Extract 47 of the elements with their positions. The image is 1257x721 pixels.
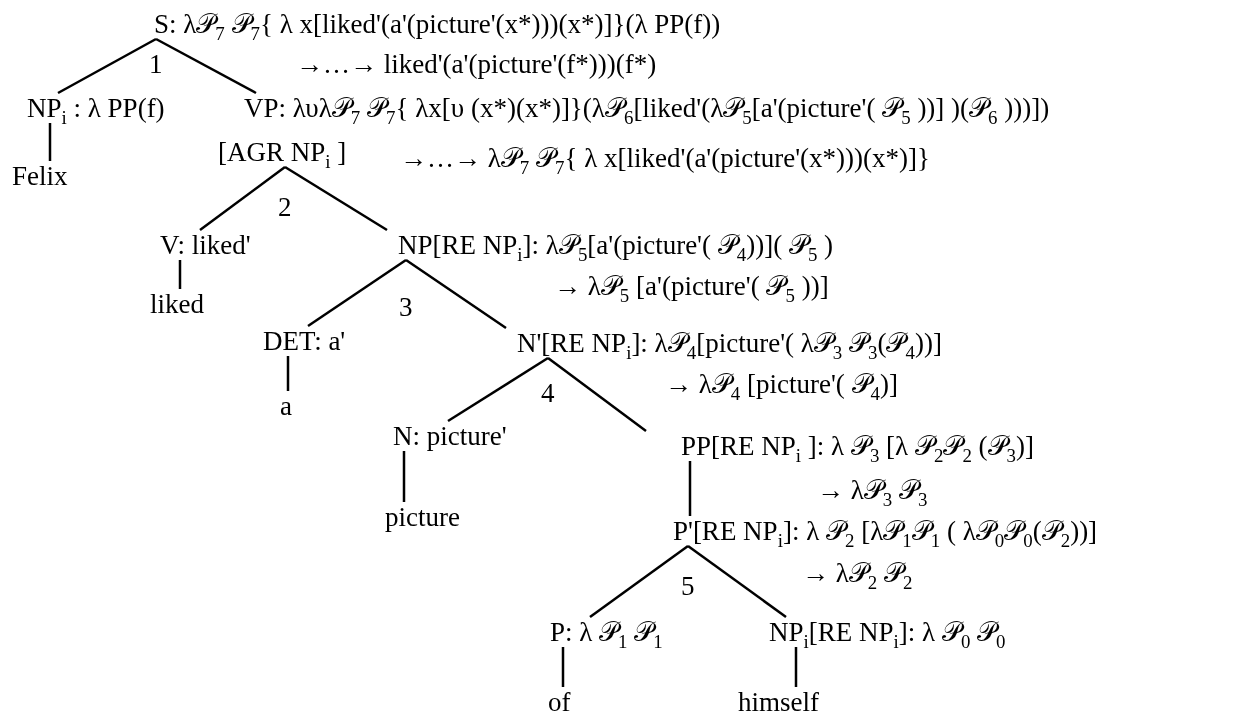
category-label: P'[RE NP$_{i}$]: λ 𝒫$_{2}$ [λ𝒫$_{1}$𝒫$_{1}$ ( λ𝒫$_{0}$𝒫$_{0}$(𝒫$_{2}$))] (673, 517, 1098, 545)
word-text: Felix (12, 162, 68, 190)
category-label: NP[RE NP$_{i}$]: λ𝒫$_{5}$[a'(picture'( 𝒫$_{4}$))]( 𝒫$_{5}$ ) (398, 231, 834, 259)
branch-line (402, 451, 406, 502)
branch-line (547, 357, 647, 432)
category-label: NP$_{i}$ : λ PP(f) (27, 94, 165, 122)
category-label: N: picture' (393, 422, 507, 450)
branch-line (286, 356, 290, 391)
branch-line (794, 647, 798, 687)
branch-line (155, 37, 257, 95)
branch-line (589, 545, 689, 618)
branch-number: 5 (681, 572, 695, 600)
branch-line (561, 647, 565, 687)
word-text: liked (150, 290, 204, 318)
word-text: a (280, 392, 292, 420)
branch-line (688, 461, 692, 516)
category-label: V: liked' (160, 231, 251, 259)
branch-line (284, 165, 388, 232)
branch-line (307, 258, 407, 328)
branch-line (199, 166, 286, 231)
derivation-text: → λ𝒫$_{2}$ 𝒫$_{2}$ (802, 559, 913, 587)
branch-line (405, 258, 507, 330)
branch-line (687, 545, 787, 618)
branch-number: 2 (278, 193, 292, 221)
branch-number: 4 (541, 379, 555, 407)
branch-line (178, 260, 182, 289)
category-label: DET: a' (263, 327, 346, 355)
branch-line (447, 356, 549, 423)
branch-number: 3 (399, 293, 413, 321)
derivation-text: → λ𝒫$_{3}$ 𝒫$_{3}$ (817, 476, 928, 504)
branch-number: 1 (149, 50, 163, 78)
derivation-text: →…→ liked'(a'(picture'(f*)))(f*) (296, 50, 657, 78)
word-text: picture (385, 503, 460, 531)
word-text: himself (738, 688, 819, 716)
word-text: of (548, 688, 571, 716)
category-label: PP[RE NP$_{i}$ ]: λ 𝒫$_{3}$ [λ 𝒫$_{2}$𝒫$_{2}$ (𝒫$_{3}$)] (681, 432, 1035, 460)
derivation-text: → λ𝒫$_{4}$ [picture'( 𝒫$_{4}$)] (665, 370, 899, 398)
category-label: P: λ 𝒫$_{1}$ 𝒫$_{1}$ (550, 618, 663, 646)
category-label: N'[RE NP$_{i}$]: λ𝒫$_{4}$[picture'( λ𝒫$_{3}$ 𝒫$_{3}$(𝒫$_{4}$))] (517, 329, 942, 357)
derivation-text: →…→ λ𝒫$_{7}$ 𝒫$_{7}${ λ x[liked'(a'(picture'(x*)))(x*)]} (400, 144, 930, 172)
category-label: S: λ𝒫$_{7}$ 𝒫$_{7}${ λ x[liked'(a'(picture'(x*)))(x*)]}(λ PP(f)) (154, 10, 721, 38)
branch-line (57, 37, 157, 95)
category-label: VP: λυλ𝒫$_{7}$ 𝒫$_{7}${ λx[υ (x*)(x*)]}(λ𝒫$_{6}$[liked'(λ𝒫$_{5}$[a'(picture'( 𝒫$_{5}$ ))] )(𝒫$_{6}$ )))]) (243, 94, 1050, 122)
feature-label: [AGR NP$_{i}$ ] (218, 138, 347, 166)
branch-line (48, 123, 52, 161)
category-label: NP$_{i}$[RE NP$_{i}$]: λ 𝒫$_{0}$ 𝒫$_{0}$ (769, 618, 1006, 646)
derivation-text: → λ𝒫$_{5}$ [a'(picture'( 𝒫$_{5}$ ))] (554, 272, 829, 300)
